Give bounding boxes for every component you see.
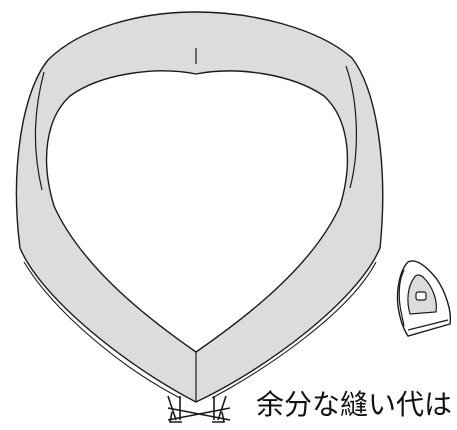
seam-allowance-marks: [167, 395, 231, 423]
right-fold-line: [345, 65, 357, 189]
caption-text: 余分な縫い代は: [256, 388, 453, 421]
collar-band: [15, 11, 384, 403]
left-fold-line: [34, 71, 45, 191]
right-edge-line: [211, 261, 377, 399]
iron-icon: [396, 260, 452, 337]
left-edge-line: [23, 261, 181, 399]
